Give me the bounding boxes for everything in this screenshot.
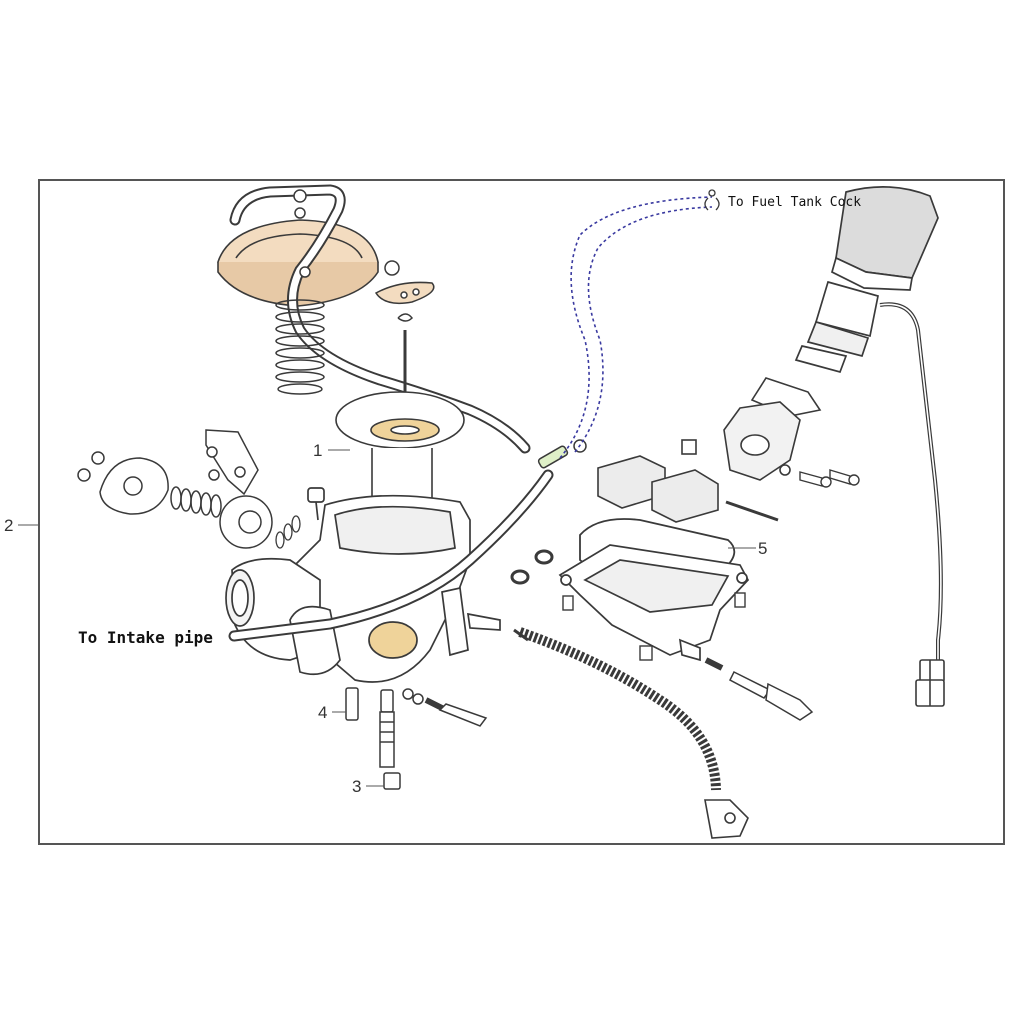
main-jet-assembly xyxy=(345,687,401,790)
callout-5: 5 xyxy=(758,539,768,558)
idle-screw-spring xyxy=(275,515,301,549)
choke-screws xyxy=(799,469,860,488)
o-rings xyxy=(510,549,554,585)
pilot-screw-assembly xyxy=(402,688,488,727)
fuel-hose-dotted-b xyxy=(574,206,713,453)
label-fuel-tank-cock: To Fuel Tank Cock xyxy=(728,195,862,210)
callout-4: 4 xyxy=(318,703,328,722)
needle-retainer xyxy=(374,260,435,322)
float-assembly xyxy=(597,439,719,523)
drain-screw xyxy=(704,657,814,721)
accelerator-pump-parts xyxy=(77,429,273,549)
choke-mount-plate xyxy=(723,377,822,481)
carburetor-body xyxy=(225,487,501,683)
throttle-cable xyxy=(518,627,721,791)
fuel-fitting xyxy=(537,439,587,469)
label-intake-pipe: To Intake pipe xyxy=(78,628,213,647)
callout-2: 2 xyxy=(4,516,14,535)
callout-1: 1 xyxy=(313,441,323,460)
fuel-tank-clip xyxy=(704,189,720,211)
auto-choke xyxy=(794,186,939,374)
choke-wire xyxy=(879,302,943,660)
fuel-hose-dotted-a xyxy=(559,196,713,459)
hose-clip xyxy=(293,189,311,278)
diaphragm xyxy=(335,391,465,449)
callout-3: 3 xyxy=(352,777,362,796)
float-bowl xyxy=(558,544,750,662)
choke-connector xyxy=(915,659,945,707)
throttle-cable-end xyxy=(704,799,749,839)
diaphragm-spring xyxy=(275,299,325,395)
bowl-screws xyxy=(562,592,746,661)
float-pin xyxy=(725,500,779,522)
diagram-frame xyxy=(38,179,1005,845)
